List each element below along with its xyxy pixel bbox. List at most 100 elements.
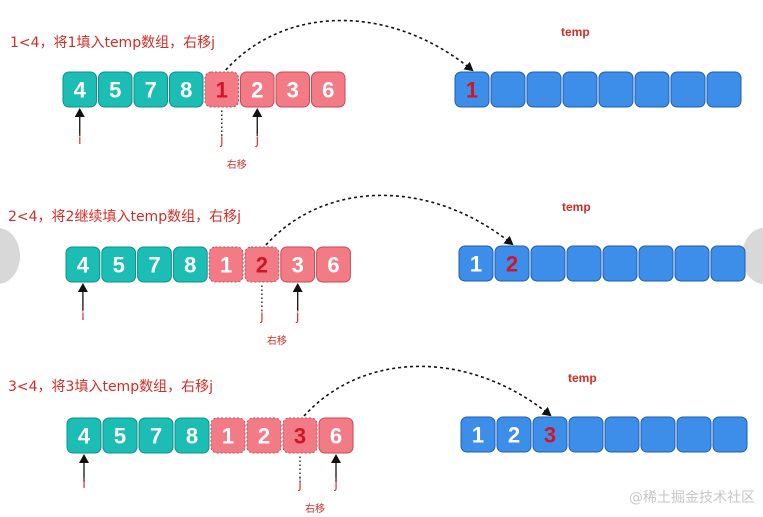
temp-cell [490,71,526,108]
temp-cell [460,416,496,453]
j-new-label: j [254,133,259,148]
array-cell-value: 6 [327,253,339,278]
array-cell-value: 1 [222,424,234,449]
array-cell [174,417,210,454]
array-cell [66,417,102,454]
temp-cell [670,71,706,108]
temp-cell [634,71,670,108]
array-cell [98,71,133,108]
copy-arrow [303,365,552,417]
array-cell [311,71,346,108]
array-cell-value: 4 [77,253,90,278]
temp-cell [496,416,532,453]
j-old-label: j [219,133,224,148]
array-cell [204,71,239,108]
array-cell [137,246,172,283]
temp-cell [706,71,742,108]
array-cell-value: 1 [216,78,228,103]
temp-cell [602,245,638,282]
temp-cell-value: 3 [544,423,556,448]
array-cell-value: 2 [251,78,263,103]
temp-cell [562,71,598,108]
array-cell [172,246,208,283]
j-old-label: j [297,477,302,492]
i-label: i [81,309,85,324]
temp-cell [710,245,746,282]
temp-cell-value: 1 [472,423,484,448]
array-cell-value: 4 [74,78,87,103]
array-cell-value: 8 [186,424,198,449]
array-cell-value: 5 [114,424,126,449]
temp-cell-value: 2 [508,423,520,448]
array-cell-value: 8 [184,253,196,278]
step-caption: 2<4，将2继续填入temp数组，右移j [8,208,241,225]
temp-label: temp [568,371,597,385]
array-cell [280,246,316,283]
array-cell-value: 7 [148,253,160,278]
temp-cell [526,71,562,108]
array-cell [102,417,138,454]
copy-arrow [225,19,474,72]
temp-cell [598,71,634,108]
array-cell-value: 8 [180,78,192,103]
watermark: @稀土掘金技术社区 [629,490,755,506]
temp-cell [454,71,490,108]
temp-cell [712,416,748,453]
array-cell-value: 3 [287,78,299,103]
array-cell [208,246,244,283]
temp-cell-value: 1 [466,78,478,103]
array-cell [210,417,246,454]
j-new-label: j [333,477,338,492]
temp-cell [674,245,710,282]
temp-cell [566,245,602,282]
move-right-label: 右移 [227,158,247,171]
temp-label: temp [561,25,590,39]
temp-cell [532,416,568,453]
temp-cell [604,416,640,453]
array-cell [240,71,275,108]
array-cell [316,246,351,283]
array-cell [318,417,354,454]
array-cell [138,417,174,454]
i-label: i [82,477,86,492]
array-cell-value: 2 [256,253,268,278]
array-cell-value: 7 [145,78,157,103]
move-right-label: 右移 [267,334,287,347]
temp-cell [640,416,676,453]
array-cell [275,71,310,108]
copy-arrow [265,194,514,246]
temp-cell-value: 1 [470,252,482,277]
move-right-label: 右移 [305,502,325,515]
left-scroll-edge[interactable] [0,228,20,284]
temp-cell [494,245,530,282]
array-cell-value: 6 [330,424,342,449]
temp-label: temp [562,200,591,214]
array-cell-value: 5 [109,78,121,103]
array-cell-value: 7 [150,424,162,449]
array-cell-value: 2 [258,424,270,449]
array-cell [244,246,280,283]
array-cell [169,71,204,108]
j-new-label: j [295,309,300,324]
array-cell [101,246,137,283]
temp-cell [530,245,566,282]
i-label: i [78,133,82,148]
right-scroll-edge[interactable] [742,228,763,284]
array-cell [62,71,97,108]
array-cell-value: 1 [220,253,232,278]
temp-cell [458,245,494,282]
array-cell-value: 3 [292,253,304,278]
array-cell-value: 6 [322,78,334,103]
temp-cell-value: 2 [506,252,518,277]
array-cell [133,71,168,108]
temp-cell [568,416,604,453]
array-cell-value: 3 [294,424,306,449]
array-cell [282,417,318,454]
j-old-label: j [259,309,264,324]
step-caption: 3<4，将3填入temp数组，右移j [8,379,213,395]
step-caption: 1<4，将1填入temp数组，右移j [10,35,215,51]
